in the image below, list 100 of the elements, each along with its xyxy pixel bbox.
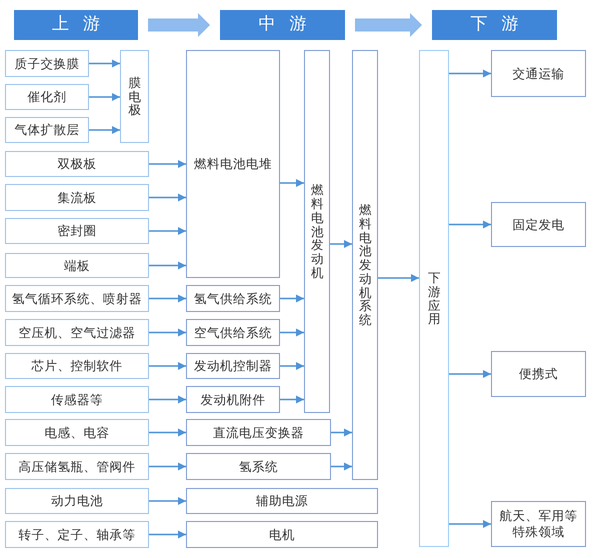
process-box [5, 151, 149, 177]
component-label: 气体扩散层 [14, 122, 80, 138]
arrow [149, 294, 186, 302]
process-box [186, 285, 280, 312]
component-label: 便携式 [519, 366, 558, 382]
component-label: 芯片、控制软件 [32, 358, 122, 374]
component-label: 发动机控制器 [194, 358, 272, 374]
arrow [149, 227, 186, 235]
component-label: 密封圈 [58, 223, 96, 239]
arrow [331, 428, 352, 436]
component-label: 集流板 [58, 190, 96, 206]
process-box [186, 50, 280, 278]
arrow [449, 70, 491, 78]
component-label: 氢气供给系统 [194, 290, 272, 306]
arrow [280, 328, 304, 336]
component-label: 发动机附件 [200, 392, 266, 408]
arrow [149, 160, 186, 168]
process-box [186, 488, 378, 514]
arrow [449, 370, 491, 378]
process-box [304, 50, 330, 413]
process-box [5, 84, 89, 110]
arrow [149, 497, 186, 505]
process-box [5, 319, 149, 346]
arrow [280, 294, 304, 302]
process-box [419, 50, 449, 547]
arrow [149, 328, 186, 336]
process-box [186, 319, 280, 346]
component-label: 燃料电池发动机 [310, 183, 324, 280]
component-label: 质子交换膜 [14, 56, 80, 72]
component-label: 固定发电 [512, 216, 564, 232]
process-box [5, 253, 149, 278]
block-arrow [148, 13, 210, 37]
stage-header [432, 10, 557, 40]
process-box [5, 453, 149, 480]
arrow [149, 262, 186, 270]
arrow [449, 520, 491, 528]
stage-header [220, 10, 345, 40]
process-box [491, 351, 586, 397]
process-box [5, 386, 149, 413]
arrow [280, 179, 304, 187]
component-label: 航天、军用等特殊领域 [498, 508, 578, 540]
arrow [378, 274, 419, 282]
process-box [491, 202, 586, 247]
component-label: 交通运输 [512, 66, 564, 82]
arrow [330, 240, 352, 248]
process-box [186, 353, 280, 379]
arrow [149, 462, 186, 470]
process-box [491, 501, 586, 547]
component-label: 辅助电源 [256, 493, 308, 509]
component-label: 电机 [269, 526, 295, 542]
arrow [331, 462, 352, 470]
component-label: 传感器等 [51, 392, 103, 408]
component-label: 催化剂 [28, 89, 66, 105]
component-label: 电感、电容 [44, 424, 110, 440]
arrow [149, 362, 186, 370]
component-label: 氢气循环系统、喷射器 [12, 290, 142, 306]
block-arrow [355, 13, 422, 37]
process-box [5, 50, 89, 77]
stage-title: 上游 [51, 14, 114, 36]
component-label: 氢系统 [239, 458, 278, 474]
component-label: 直流电压变换器 [213, 424, 304, 440]
arrow [89, 93, 120, 101]
arrow [280, 362, 304, 370]
arrow [149, 530, 186, 538]
stage-title: 下游 [470, 14, 532, 36]
component-label: 燃料电池发动机系统 [358, 203, 372, 327]
arrow [449, 220, 491, 228]
process-box [186, 521, 378, 548]
component-label: 燃料电池电堆 [194, 156, 272, 172]
component-label: 空压机、空气过滤器 [18, 324, 136, 340]
arrow [149, 396, 186, 404]
process-box [120, 50, 149, 143]
process-box [5, 419, 149, 446]
arrow [280, 396, 304, 404]
arrow [89, 126, 120, 134]
arrow [149, 194, 186, 202]
process-box [491, 50, 586, 97]
process-box [5, 184, 149, 211]
process-box [352, 50, 378, 480]
process-box [186, 453, 331, 480]
component-label: 空气供给系统 [194, 324, 272, 340]
component-label: 动力电池 [51, 493, 103, 509]
process-box [5, 353, 149, 379]
component-label: 膜电极 [128, 76, 141, 118]
process-box [186, 419, 331, 446]
process-box [5, 285, 149, 312]
component-label: 转子、定子、轴承等 [18, 526, 136, 542]
arrow [89, 60, 120, 68]
process-box [5, 218, 149, 244]
component-label: 下游应用 [428, 271, 440, 326]
stage-header [14, 10, 138, 40]
process-box [5, 521, 149, 548]
process-box [5, 117, 89, 143]
component-label: 端板 [64, 258, 90, 274]
arrow [149, 428, 186, 436]
component-label: 高压储氢瓶、管阀件 [18, 458, 136, 474]
process-box [186, 386, 280, 413]
process-box [5, 488, 149, 514]
component-label: 双极板 [58, 156, 96, 172]
stage-title: 中游 [258, 14, 320, 36]
